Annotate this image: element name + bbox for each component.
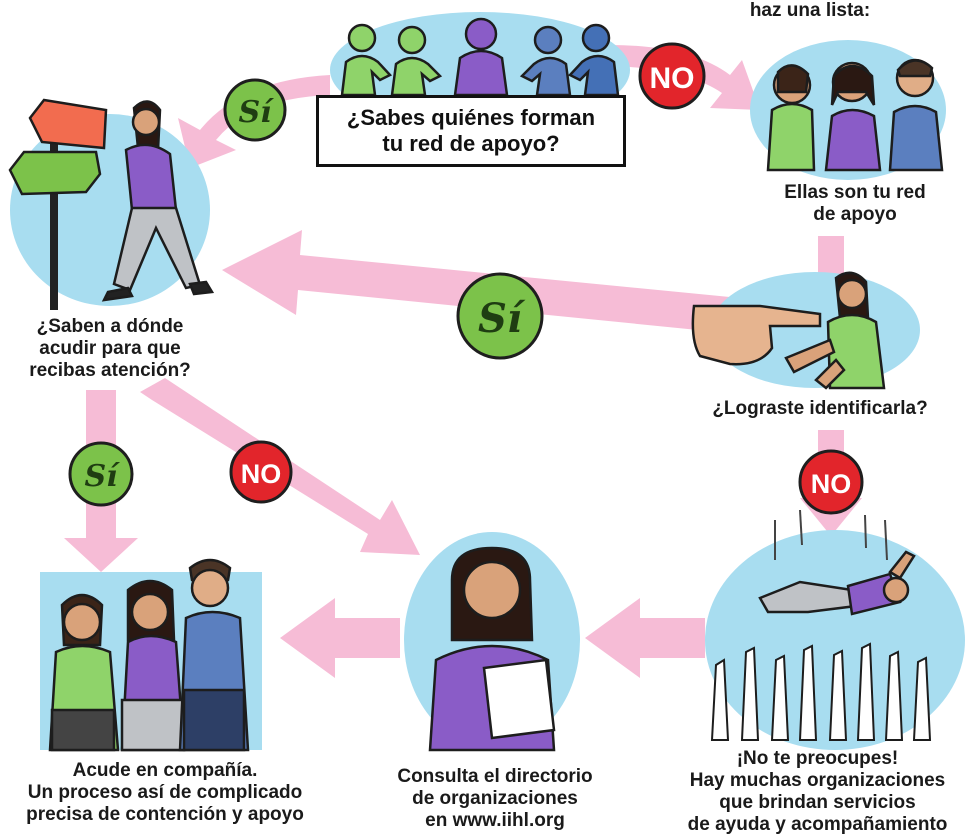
badge-yes-middle: Sí <box>478 295 526 342</box>
arrow-question-to-left <box>178 75 330 168</box>
directory-line1: Consulta el directorio <box>397 766 593 787</box>
list-heading: haz una lista: <box>749 0 871 21</box>
badge-yes-top-bg <box>223 78 287 142</box>
woman-purple-center <box>120 579 186 752</box>
green-person-2 <box>390 25 443 97</box>
scene-walking-woman <box>8 98 215 310</box>
purple-person-center <box>453 17 509 97</box>
scene-pointing <box>691 271 920 390</box>
dont-worry-line4: de ayuda y acompañamiento <box>687 814 948 835</box>
arrow-right-to-center <box>585 598 705 678</box>
arrow-center-to-left <box>280 598 400 678</box>
woman-green-left <box>48 593 120 752</box>
arrow-right-down-1 <box>818 236 844 276</box>
main-question-line2: tu red de apoyo? <box>382 131 560 156</box>
badge-no-top-bg <box>638 42 706 110</box>
badge-no-top: NO <box>650 62 695 95</box>
accompanied-line2: Un proceso así de complicado <box>27 782 303 803</box>
identify-question: ¿Lograste identificarla? <box>712 398 928 419</box>
scene-directory <box>404 532 580 752</box>
dont-worry-line3: que brindan servicios <box>719 792 916 813</box>
falling-lines <box>774 509 888 561</box>
dont-worry-line2: Hay muchas organizaciones <box>689 770 946 791</box>
directory-caption: Consulta el directorio de organizaciones… <box>380 766 610 832</box>
badge-no-diagonal: NO <box>241 459 282 489</box>
directory-line3: en www.iihl.org <box>425 810 565 831</box>
badge-no-right-bg <box>798 449 864 515</box>
support-network-caption-line2: de apoyo <box>813 204 897 225</box>
badge-yes-middle-bg <box>456 272 544 360</box>
man-blue-right <box>178 558 250 752</box>
reading-woman <box>428 546 556 752</box>
support-network-caption: Ellas son tu red de apoyo <box>760 182 950 226</box>
support-network-caption-line1: Ellas son tu red <box>784 182 926 203</box>
dont-worry-line1: ¡No te preocupes! <box>736 748 899 769</box>
badges-layer: Sí NO Sí Sí NO NO <box>68 42 864 515</box>
accompanied-line1: Acude en compañía. <box>72 760 258 781</box>
arrow-left-down-head <box>64 538 138 572</box>
man-blue-shirt <box>888 58 944 172</box>
badge-yes-left-bg <box>68 441 134 507</box>
main-question-box: ¿Sabes quiénes forman tu red de apoyo? <box>316 95 626 167</box>
badge-yes-top: Sí <box>238 95 274 130</box>
blue-person-1 <box>519 25 572 97</box>
walking-woman <box>101 100 215 302</box>
scene-accompanied <box>40 558 262 752</box>
signpost <box>8 98 108 310</box>
where-to-go-line3: recibas atención? <box>29 360 191 381</box>
where-to-go-line2: acudir para que <box>39 338 181 359</box>
falling-woman <box>758 550 916 616</box>
green-person-left <box>340 23 393 97</box>
dont-worry-caption: ¡No te preocupes! Hay muchas organizacio… <box>668 748 967 836</box>
where-to-go-line1: ¿Saben a dónde <box>36 316 184 337</box>
scene-list-network <box>750 40 946 180</box>
where-to-go-question: ¿Saben a dónde acudir para que recibas a… <box>10 316 210 382</box>
pointing-hand <box>691 304 822 366</box>
badge-yes-left: Sí <box>84 459 120 494</box>
scene-falling <box>705 509 965 750</box>
accompanied-line3: precisa de contención y apoyo <box>26 804 304 825</box>
paper-sheet <box>482 658 556 740</box>
surprised-woman <box>784 271 886 390</box>
directory-line2: de organizaciones <box>412 788 578 809</box>
sign-red <box>28 98 108 150</box>
raised-hands <box>710 642 932 741</box>
main-question-line1: ¿Sabes quiénes forman <box>346 105 596 130</box>
badge-no-diagonal-bg <box>229 440 293 504</box>
woman-green-shirt <box>766 64 816 172</box>
sign-green <box>8 150 102 196</box>
accompanied-caption: Acude en compañía. Un proceso así de com… <box>0 760 330 826</box>
blue-person-right <box>567 23 620 97</box>
woman-purple-shirt <box>824 61 882 172</box>
badge-no-right: NO <box>811 469 852 499</box>
